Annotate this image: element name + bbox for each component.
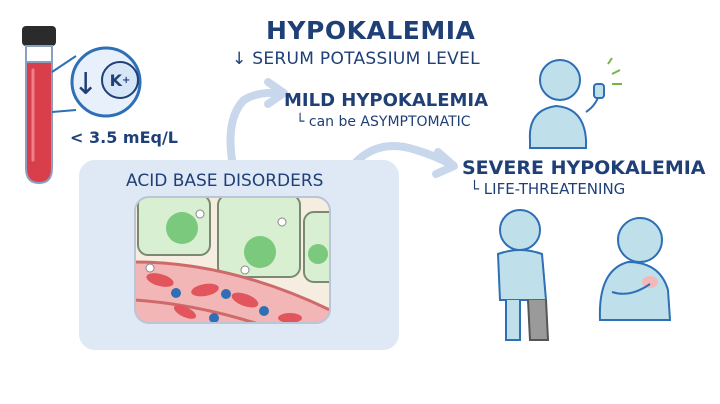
page-subtitle: ↓ SERUM POTASSIUM LEVEL <box>232 49 480 69</box>
severe-heading: SEVERE HYPOKALEMIA <box>462 157 706 179</box>
down-arrow-icon: ↓ <box>73 67 98 102</box>
page-title: HYPOKALEMIA <box>266 16 476 45</box>
ion-charge: + <box>122 74 131 86</box>
acid-base-label: ACID BASE DISORDERS <box>126 171 324 191</box>
potassium-ion-icon: K+ <box>101 61 139 99</box>
flow-arrows <box>226 78 458 178</box>
ion-symbol: K <box>109 70 122 90</box>
thumbs-up-figure-icon <box>528 57 622 149</box>
leg-cast-figure-icon <box>496 209 550 341</box>
potassium-level-label: < 3.5 mEq/L <box>70 128 178 147</box>
blood-tube-icon <box>22 26 56 185</box>
chest-pain-figure-icon <box>598 217 672 321</box>
mild-heading: MILD HYPOKALEMIA <box>284 90 489 111</box>
severe-note: └ LIFE-THREATENING <box>470 180 626 198</box>
mild-note: └ can be ASYMPTOMATIC <box>296 114 471 130</box>
acid-base-panel <box>79 160 399 350</box>
